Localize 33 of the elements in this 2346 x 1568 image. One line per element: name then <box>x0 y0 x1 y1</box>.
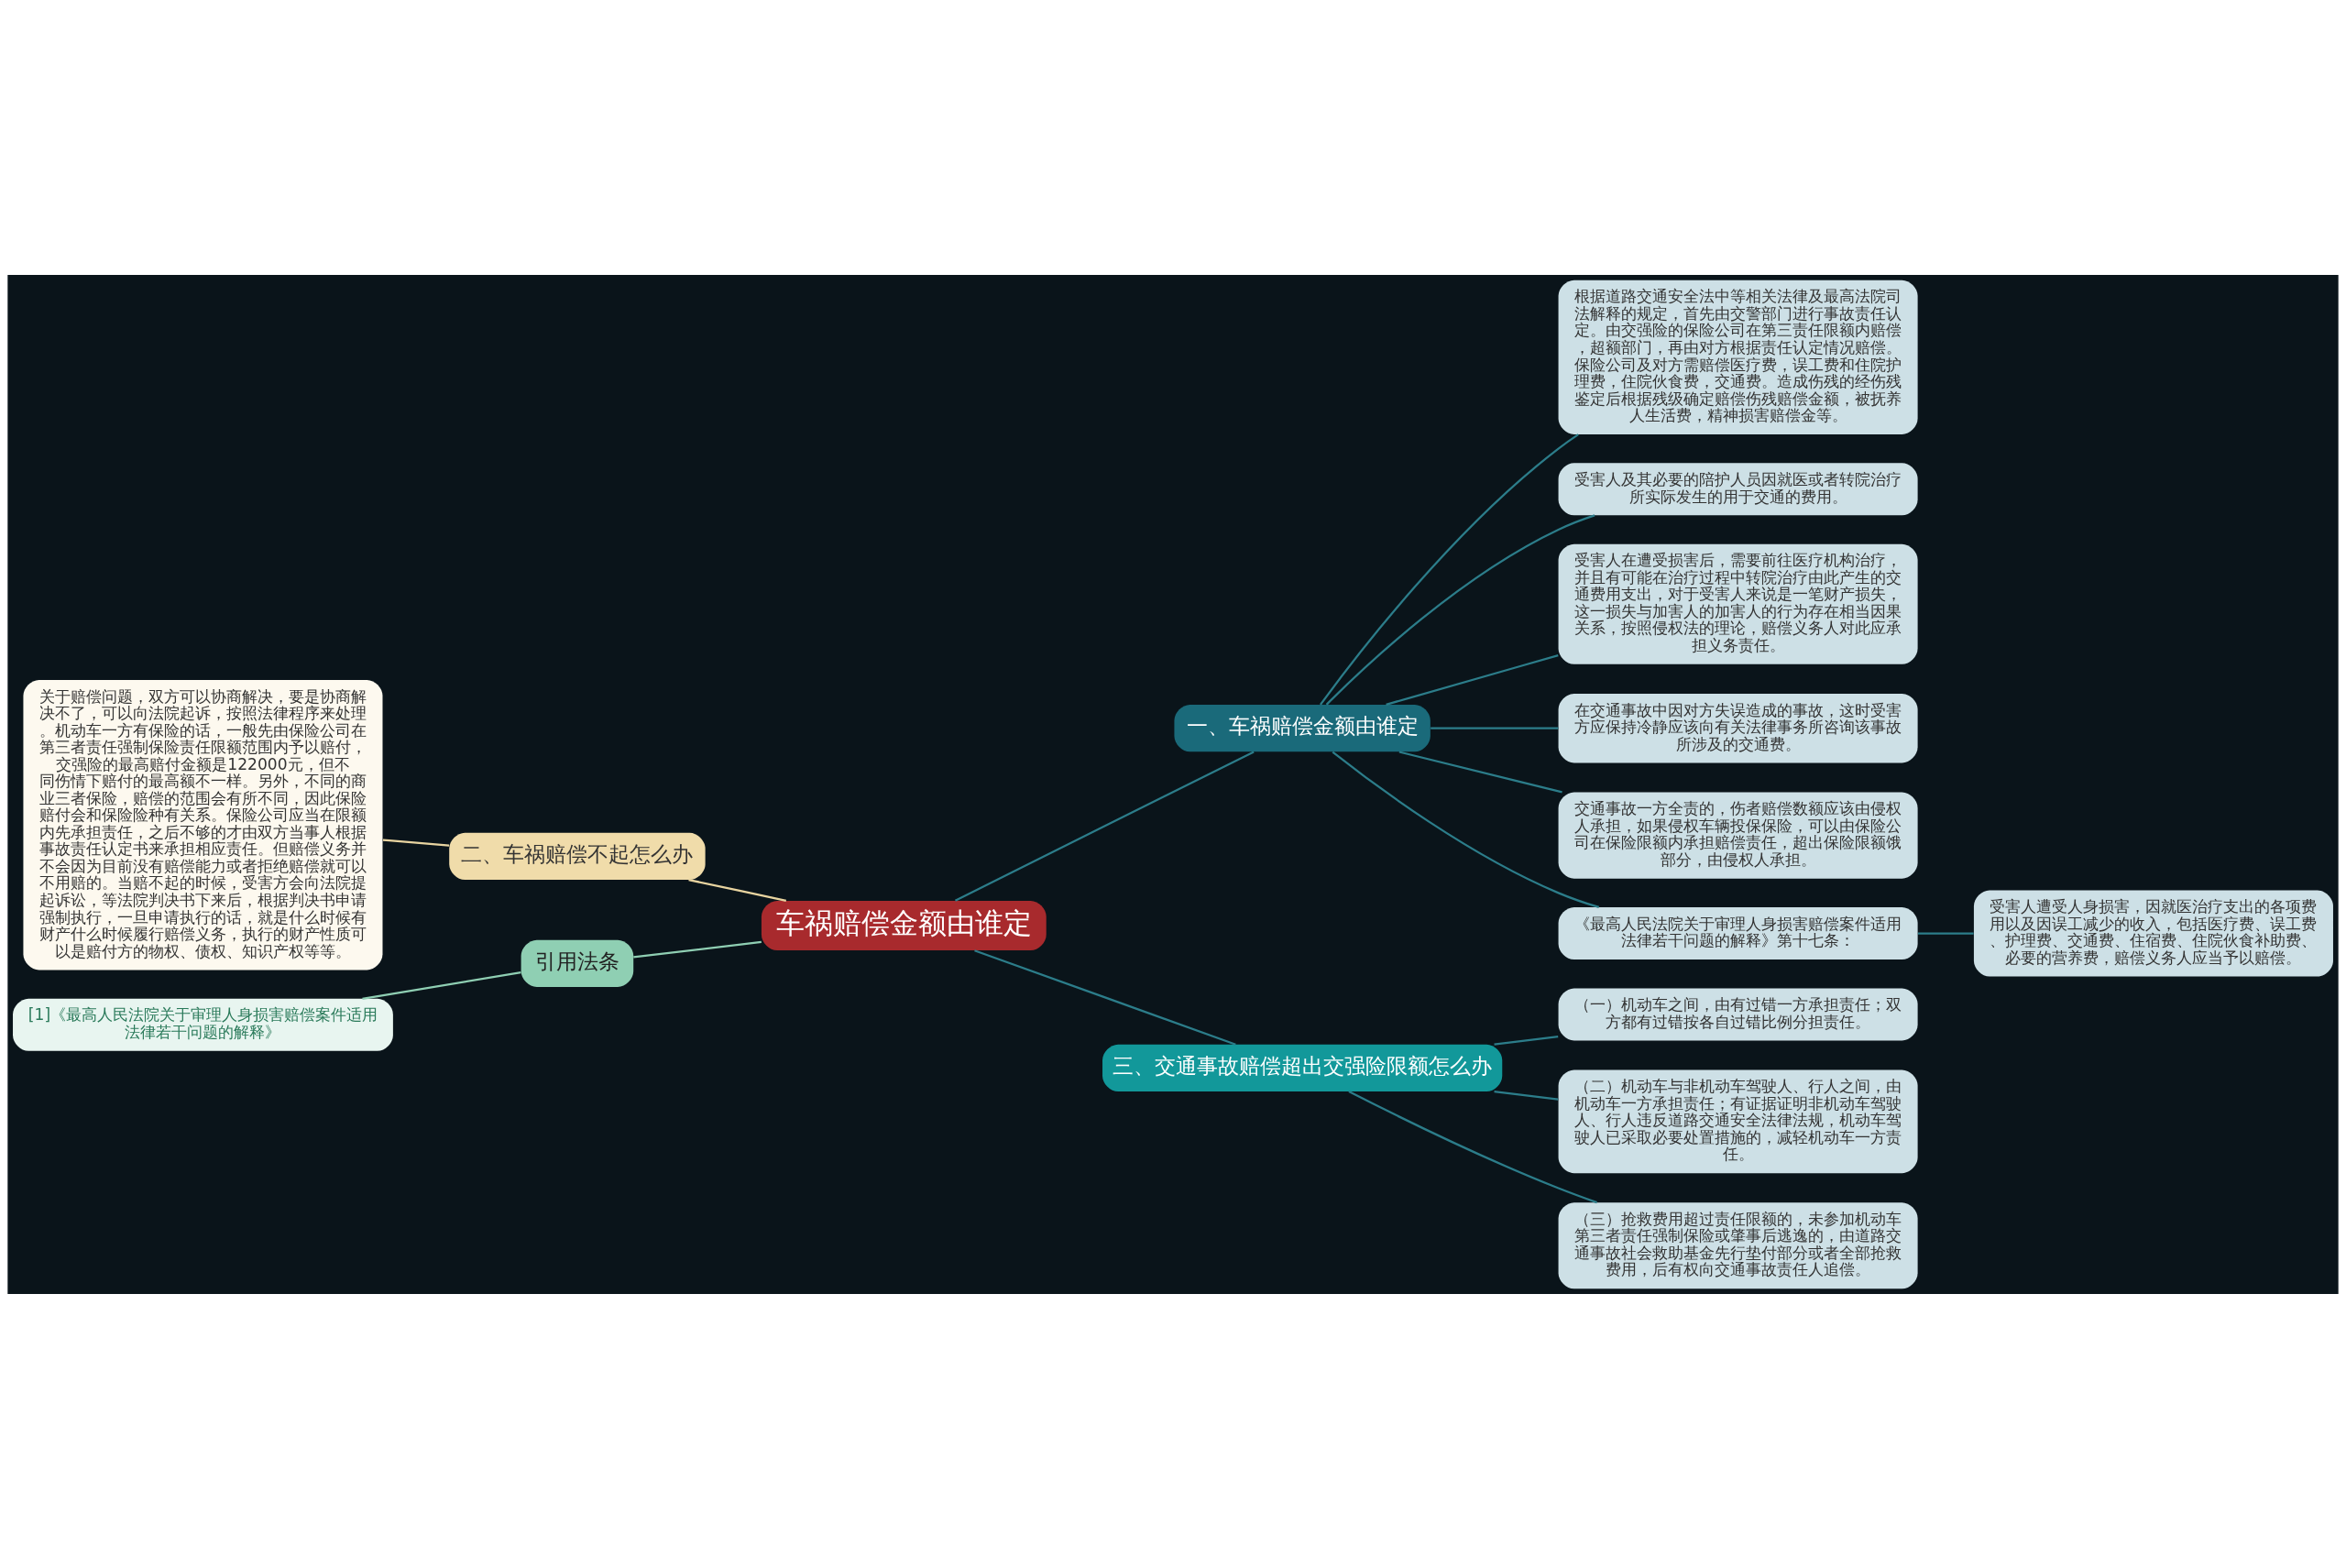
connector <box>1332 751 1600 908</box>
node-box: 受害人遭受人身损害，因就医治疗支出的各项费用以及因误工减少的收入，包括医疗费、误工费、护理费、交通费、住宿费、住院伙食补助费、必要的营养费，赔偿义务人应当予以赔偿。 <box>1973 890 2333 977</box>
connector <box>1494 1090 1559 1101</box>
node-box: 一、车祸赔偿金额由谁定 <box>1174 704 1431 751</box>
node-box: [1]《最高人民法院关于审理人身损害赔偿案件适用法律若干问题的解释》 <box>13 998 393 1051</box>
node-box: 在交通事故中因对方失误造成的事故，这时受害方应保持冷静应该向有关法律事务所咨询该事故所涉及的交通费。 <box>1558 693 1918 762</box>
connector <box>1386 653 1559 706</box>
connector <box>1348 1090 1597 1203</box>
connector <box>1320 433 1579 706</box>
node-box: 车祸赔偿金额由谁定 <box>761 900 1047 950</box>
node-box: （三）抢救费用超过责任限额的，未参加机动车第三者责任强制保险或肇事后逃逸的，由道路交通事故社会救助基金先行垫付部分或者全部抢救费用，后有权向交通事故责任人追偿。 <box>1558 1201 1918 1288</box>
node-box: 根据道路交通安全法中等相关法律及最高法院司法解释的规定，首先由交警部门进行事故责任认定。由交强险的保险公司在第三责任限额内赔偿，超额部门，再由对方根据责任认定情况赔偿。保险公司及对方需赔偿医疗费，误工费和住院护理费，住院伙食费，交通费。造成伤残的经伤残鉴定后根据残级确定赔偿伤残赔偿金额，被抚养人生活费，精神损害赔偿金等。 <box>1558 280 1918 434</box>
connector <box>1918 931 1974 935</box>
node-box: 引用法条 <box>521 939 634 987</box>
node-box: 受害人在遭受损害后，需要前往医疗机构治疗，并且有可能在治疗过程中转院治疗由此产生的交通费用支出，对于受害人来说是一笔财产损失，这一损失与加害人的加害人的行为存在相当因果关系，按照侵权法的理论，赔偿义务人对此应承担义务责任。 <box>1558 543 1918 664</box>
connector <box>1494 1035 1559 1046</box>
node-box: 三、交通事故赔偿超出交强险限额怎么办 <box>1102 1044 1503 1091</box>
node-box: （一）机动车之间，由有过错一方承担责任；双方都有过错按各自过错比例分担责任。 <box>1558 987 1918 1040</box>
connector <box>633 940 762 958</box>
node-box: 二、车祸赔偿不起怎么办 <box>449 832 706 880</box>
connector <box>1398 750 1562 794</box>
node-box: 交通事故一方全责的，伤者赔偿数额应该由侵权人承担，如果侵权车辆投保保险，可以由保险公司在保险限额内承担赔偿责任，超出保险限额饿部分，由侵权人承担。 <box>1558 792 1918 879</box>
node-box: 《最高人民法院关于审理人身损害赔偿案件适用法律若干问题的解释》第十七条： <box>1558 906 1918 959</box>
connector <box>362 970 521 1000</box>
connector <box>688 878 786 902</box>
node-box: 关于赔偿问题，双方可以协商解决，要是协商解决不了，可以向法院起诉，按照法律程序来处理。机动车一方有保险的话，一般先由保险公司在第三者责任强制保险责任限额范围内予以赔付，交强险的最高赔付金额是122000元，但不同伤情下赔付的最高额不一样。另外，不同的商业三者保险，赔偿的范围会有所不同，因此保险赔付会和保险险种有关系。保险公司应当在限额内先承担责任，之后不够的才由双方当事人根据事故责任认定书来承担相应责任。但赔偿义务并不会因为目前没有赔偿能力或者拒绝赔偿就可以不用赔的。当赔不起的时候，受害方会向法院提起诉讼，等法院判决书下来后，根据判决书申请强制执行，一旦申请执行的话，就是什么时候有财产什么时候履行赔偿义务，执行的财产性质可以是赔付方的物权、债权、知识产权等等。 <box>23 679 383 970</box>
connector <box>1431 727 1559 729</box>
node-box: 受害人及其必要的陪护人员因就医或者转院治疗所实际发生的用于交通的费用。 <box>1558 462 1918 515</box>
connector <box>382 839 450 847</box>
connector <box>954 750 1255 902</box>
node-box: （二）机动车与非机动车驾驶人、行人之间，由机动车一方承担责任；有证据证明非机动车驾驶人、行人违反道路交通安全法律法规，机动车驾驶人已采取必要处置措施的，减轻机动车一方责任。 <box>1558 1069 1918 1173</box>
connector <box>974 948 1236 1046</box>
connector <box>1325 513 1595 706</box>
